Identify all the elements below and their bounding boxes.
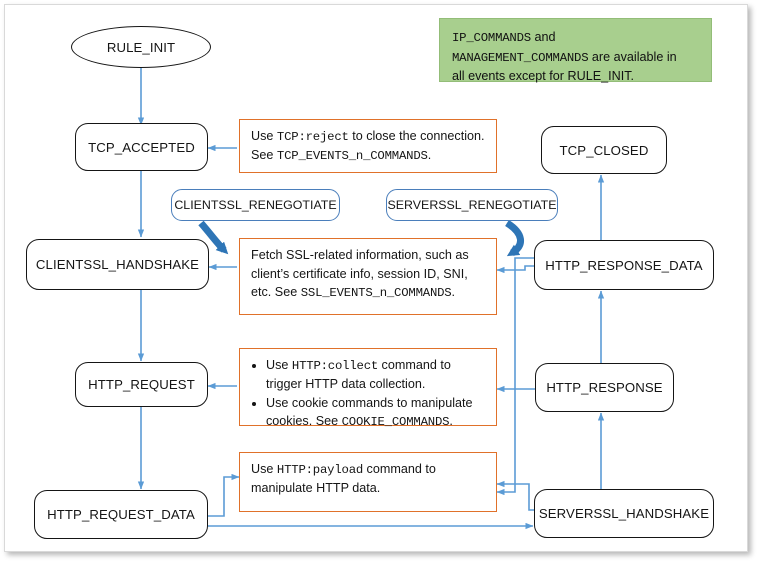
ssl-events-commands-code: SSL_EVENTS_n_COMMANDS bbox=[300, 286, 452, 301]
callout-ssl: Fetch SSL-related information, such as c… bbox=[239, 238, 497, 315]
callout-tcp-l2a: See bbox=[251, 148, 277, 163]
callout-http-b2a: Use cookie commands to manipulate cookie… bbox=[266, 395, 473, 429]
node-serverssl-handshake[interactable]: SERVERSSL_HANDSHAKE bbox=[534, 489, 714, 538]
tcp-events-commands-code: TCP_EVENTS_n_COMMANDS bbox=[276, 149, 428, 164]
callout-payload: Use HTTP:payload command to manipulate H… bbox=[239, 452, 497, 512]
note-line-2-rest: are available in bbox=[588, 49, 677, 64]
edge-serverssl-renegotiate-loop bbox=[505, 220, 524, 257]
node-http-response[interactable]: HTTP_RESPONSE bbox=[535, 363, 674, 412]
availability-note: IP_COMMANDS and MANAGEMENT_COMMANDS are … bbox=[439, 18, 712, 83]
http-collect-code: HTTP:collect bbox=[291, 359, 379, 373]
management-commands-code: MANAGEMENT_COMMANDS bbox=[452, 50, 589, 65]
callout-ssl-line-3: etc. See SSL_EVENTS_n_COMMANDS. bbox=[251, 283, 487, 302]
edge-httpresponsedata-sslcallout bbox=[496, 265, 535, 274]
tcp-reject-code: TCP:reject bbox=[276, 130, 349, 144]
node-http-response-label: HTTP_RESPONSE bbox=[546, 380, 663, 395]
callout-payload-l1a: Use bbox=[251, 462, 277, 476]
node-clientssl-handshake-label: CLIENTSSL_HANDSHAKE bbox=[35, 257, 200, 272]
node-serverssl-handshake-label: SERVERSSL_HANDSHAKE bbox=[538, 506, 710, 521]
cookie-commands-code: COOKIE_COMMANDS bbox=[341, 415, 450, 430]
callout-payload-line-1: Use HTTP:payload command to bbox=[251, 460, 487, 479]
callout-tcp-line-1: Use TCP:reject to close the connection. bbox=[251, 127, 487, 146]
callout-payload-line-2: manipulate HTTP data. bbox=[251, 481, 381, 496]
node-tcp-closed-label: TCP_CLOSED bbox=[559, 142, 649, 158]
node-clientssl-renegotiate[interactable]: CLIENTSSL_RENEGOTIATE bbox=[171, 189, 340, 221]
node-rule-init[interactable]: RULE_INIT bbox=[71, 26, 211, 68]
http-payload-code: HTTP:payload bbox=[276, 463, 364, 477]
node-http-request-label: HTTP_REQUEST bbox=[88, 377, 195, 392]
callout-tcp-l2b: . bbox=[427, 148, 432, 163]
node-http-request-data[interactable]: HTTP_REQUEST_DATA bbox=[34, 490, 208, 539]
callout-http: Use HTTP:collect command to trigger HTTP… bbox=[239, 348, 497, 429]
node-tcp-accepted-label: TCP_ACCEPTED bbox=[88, 139, 195, 155]
callout-tcp: Use TCP:reject to close the connection. … bbox=[239, 119, 497, 173]
node-http-response-data-label: HTTP_RESPONSE_DATA bbox=[545, 257, 703, 273]
callout-ssl-line-1: Fetch SSL-related information, such as bbox=[251, 248, 469, 262]
callout-http-b1a: Use bbox=[266, 358, 292, 372]
node-tcp-closed[interactable]: TCP_CLOSED bbox=[541, 126, 667, 174]
node-http-request-data-label: HTTP_REQUEST_DATA bbox=[47, 507, 195, 522]
edge-httpresponsedata-payload bbox=[496, 257, 535, 496]
callout-http-bullet-2: Use cookie commands to manipulate cookie… bbox=[266, 394, 487, 432]
node-clientssl-handshake[interactable]: CLIENTSSL_HANDSHAKE bbox=[26, 239, 209, 290]
callout-http-b1b: command to trigger HTTP data collection. bbox=[266, 358, 451, 392]
node-tcp-accepted[interactable]: TCP_ACCEPTED bbox=[75, 123, 208, 171]
note-line-2: MANAGEMENT_COMMANDS are available in bbox=[452, 48, 699, 68]
node-http-request[interactable]: HTTP_REQUEST bbox=[75, 362, 208, 407]
note-line-1-rest: and bbox=[530, 30, 556, 44]
diagram-canvas: IP_COMMANDS and MANAGEMENT_COMMANDS are … bbox=[4, 4, 748, 552]
callout-http-bullet-1: Use HTTP:collect command to trigger HTTP… bbox=[266, 356, 487, 394]
callout-ssl-l3a: etc. See bbox=[251, 285, 301, 300]
node-http-response-data[interactable]: HTTP_RESPONSE_DATA bbox=[534, 240, 714, 290]
note-line-1: IP_COMMANDS and bbox=[452, 28, 699, 48]
callout-ssl-line-2: client’s certificate info, session ID, S… bbox=[251, 266, 468, 281]
callout-http-list: Use HTTP:collect command to trigger HTTP… bbox=[251, 356, 487, 432]
callout-http-b2b: . bbox=[449, 414, 453, 429]
callout-payload-l1b: command to bbox=[363, 462, 436, 476]
node-clientssl-renegotiate-label: CLIENTSSL_RENEGOTIATE bbox=[174, 198, 337, 212]
node-serverssl-renegotiate-label: SERVERSSL_RENEGOTIATE bbox=[387, 198, 557, 212]
node-rule-init-label: RULE_INIT bbox=[106, 39, 176, 55]
callout-ssl-l3b: . bbox=[451, 285, 456, 300]
note-line-3: all events except for RULE_INIT. bbox=[452, 69, 634, 84]
node-serverssl-renegotiate[interactable]: SERVERSSL_RENEGOTIATE bbox=[386, 189, 558, 221]
callout-tcp-line-2: See TCP_EVENTS_n_COMMANDS. bbox=[251, 146, 487, 165]
edge-serverssl-payload bbox=[496, 480, 535, 511]
edge-httprequestdata-payload bbox=[208, 473, 240, 517]
callout-tcp-l1a: Use bbox=[251, 129, 277, 143]
callout-tcp-l1b: to close the connection. bbox=[348, 129, 485, 143]
ip-commands-code: IP_COMMANDS bbox=[452, 31, 531, 45]
